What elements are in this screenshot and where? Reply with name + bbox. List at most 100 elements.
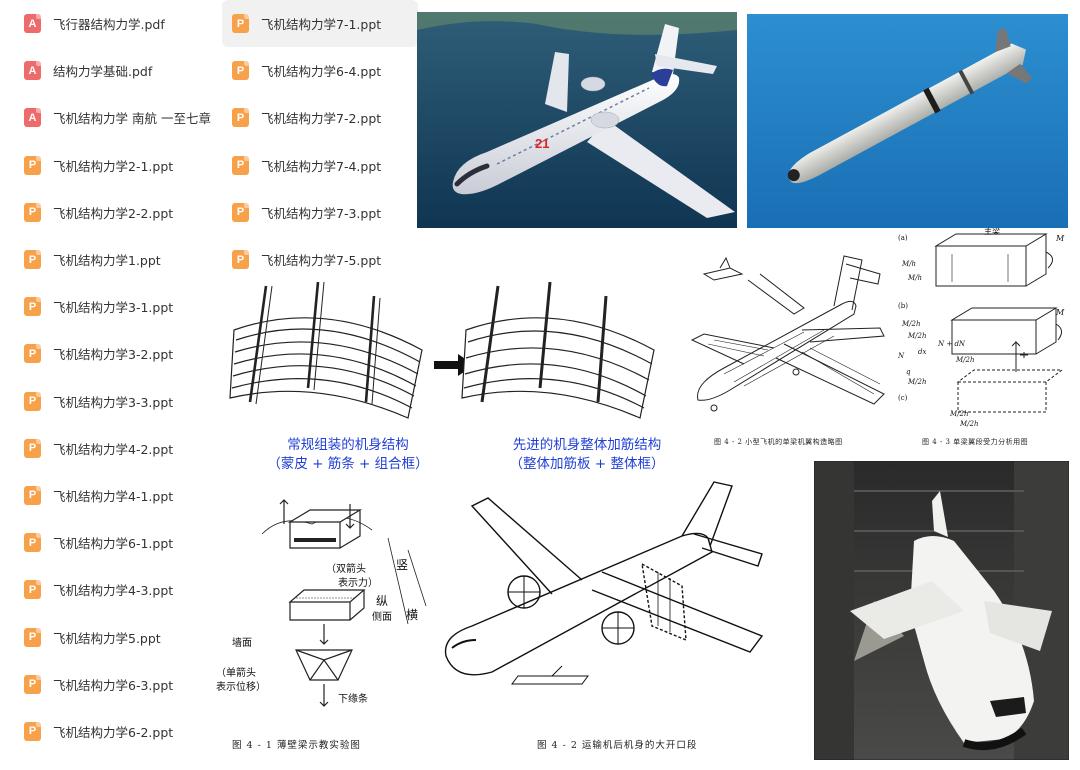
left-file-item[interactable]: A 飞行器结构力学.pdf	[24, 0, 220, 47]
teaching-figure-caption: 图 4 - 1 薄壁梁示教实验图	[232, 740, 361, 751]
file-name: 飞机结构力学2-2.ppt	[53, 205, 174, 221]
integral-caption-line1: 先进的机身整体加筋结构	[512, 437, 662, 453]
airliner-photo: 21	[417, 12, 737, 228]
box-label-main-spar: 主梁	[984, 228, 1000, 236]
powerpoint-ppt-icon: P	[232, 108, 249, 128]
teaching-label-displacement: 表示位移）	[216, 682, 266, 693]
powerpoint-ppt-icon: P	[24, 344, 41, 364]
powerpoint-ppt-icon: P	[24, 533, 41, 553]
box-label-c: (c)	[898, 394, 908, 402]
transport-aircraft-drawing	[432, 476, 784, 728]
file-name: 飞行器结构力学.pdf	[53, 17, 165, 33]
box-label-mh-1: M/h	[902, 260, 917, 268]
acrobat-pdf-icon: A	[24, 14, 41, 34]
powerpoint-ppt-icon: P	[24, 627, 41, 647]
teaching-label-double-arrow: （双箭头	[326, 564, 366, 575]
teaching-label-bottom-strip: 下缘条	[338, 694, 368, 705]
right-file-item[interactable]: P 飞机结构力学7-4.ppt	[222, 142, 418, 189]
box-label-n-dn: N + dN	[938, 340, 966, 348]
teaching-label-horizontal: 横	[406, 608, 419, 622]
teaching-label-force: 表示力）	[338, 578, 378, 589]
integral-fuselage-caption: 先进的机身整体加筋结构 （整体加筋板 + 整体框）	[482, 436, 692, 474]
box-label-m2h-6: M/2h	[960, 420, 979, 428]
conventional-caption-line1: 常规组装的机身结构	[287, 437, 409, 453]
box-label-moment-b: M	[1056, 308, 1065, 317]
box-label-mh-2: M/h	[908, 274, 923, 282]
file-name: 飞机结构力学6-3.ppt	[53, 677, 174, 693]
box-label-b: (b)	[898, 302, 908, 310]
teaching-label-vertical: 竖	[396, 558, 409, 572]
powerpoint-ppt-icon: P	[232, 155, 249, 175]
acrobat-pdf-icon: A	[24, 108, 41, 128]
integral-caption-line2: （整体加筋板 + 整体框）	[509, 456, 665, 472]
file-name: 飞机结构力学6-4.ppt	[261, 64, 382, 80]
thin-wall-beam-teaching-diagram: （双箭头 表示力） 竖 纵 侧面 横 墙面 （单箭头 表示位移） 下缘条	[212, 494, 436, 720]
right-file-item[interactable]: P 飞机结构力学7-1.ppt	[222, 0, 418, 48]
file-name: 飞机结构力学1.ppt	[53, 253, 161, 269]
teaching-label-longitudinal: 纵	[376, 594, 389, 608]
box-beam-figure-caption: 图 4 - 3 单梁翼段受力分析用图	[922, 438, 1029, 446]
box-label-m2h-3: M/2h	[956, 356, 975, 364]
teaching-label-single-arrow: （单箭头	[216, 668, 256, 679]
conventional-fuselage-caption: 常规组装的机身结构 （蒙皮 + 筋条 + 组合框）	[248, 436, 448, 474]
transport-figure-caption: 图 4 - 2 运输机后机身的大开口段	[537, 740, 698, 751]
powerpoint-ppt-icon: P	[24, 297, 41, 317]
box-label-q: q	[906, 368, 911, 376]
file-name: 飞机结构力学7-1.ppt	[261, 17, 382, 33]
left-file-item[interactable]: P 飞机结构力学1.ppt	[24, 236, 220, 283]
file-name: 飞机结构力学3-3.ppt	[53, 394, 174, 410]
left-file-item[interactable]: P 飞机结构力学4-2.ppt	[24, 425, 220, 472]
right-file-item[interactable]: P 飞机结构力学7-3.ppt	[222, 189, 418, 236]
box-label-a: (a)	[898, 234, 908, 242]
file-name: 飞机结构力学2-1.ppt	[53, 158, 174, 174]
file-name: 飞机结构力学7-3.ppt	[261, 205, 382, 221]
file-name: 飞机结构力学4-1.ppt	[53, 488, 174, 504]
box-beam-force-diagram: (a) 主梁 M M/h M/h (b) M M/2h M/2h N + dN …	[896, 228, 1070, 434]
left-file-item[interactable]: P 飞机结构力学3-1.ppt	[24, 283, 220, 330]
integral-fuselage-drawing	[458, 278, 668, 428]
box-label-n: N	[898, 352, 905, 360]
small-plane-figure-caption: 图 4 - 2 小型飞机的单梁机翼构造略图	[714, 438, 843, 446]
file-name: 飞机结构力学6-1.ppt	[53, 536, 174, 552]
small-plane-wing-drawing	[684, 244, 896, 432]
file-name: 飞机结构力学 南航 一至七章	[53, 111, 211, 127]
powerpoint-ppt-icon: P	[24, 155, 41, 175]
powerpoint-ppt-icon: P	[24, 674, 41, 694]
left-file-item[interactable]: P 飞机结构力学2-1.ppt	[24, 142, 220, 189]
powerpoint-ppt-icon: P	[24, 721, 41, 741]
conventional-caption-line2: （蒙皮 + 筋条 + 组合框）	[267, 456, 429, 472]
file-name: 飞机结构力学5.ppt	[53, 630, 161, 646]
box-label-dx: dx	[918, 348, 927, 356]
powerpoint-ppt-icon: P	[232, 14, 249, 34]
left-file-item[interactable]: P 飞机结构力学6-3.ppt	[24, 661, 220, 708]
left-file-item[interactable]: P 飞机结构力学6-2.ppt	[24, 708, 220, 755]
left-file-item[interactable]: P 飞机结构力学6-1.ppt	[24, 519, 220, 566]
box-label-moment-a: M	[1056, 234, 1065, 243]
space-shuttle-photo	[814, 461, 1069, 760]
box-label-m2h-2: M/2h	[908, 332, 927, 340]
powerpoint-ppt-icon: P	[24, 202, 41, 222]
powerpoint-ppt-icon: P	[232, 250, 249, 270]
file-name: 飞机结构力学6-2.ppt	[53, 724, 174, 740]
powerpoint-ppt-icon: P	[24, 250, 41, 270]
left-file-item[interactable]: P 飞机结构力学5.ppt	[24, 613, 220, 660]
file-name: 飞机结构力学4-2.ppt	[53, 441, 174, 457]
conventional-fuselage-drawing	[226, 278, 436, 428]
left-file-item[interactable]: P 飞机结构力学2-2.ppt	[24, 189, 220, 236]
file-name: 飞机结构力学3-1.ppt	[53, 300, 174, 316]
file-name: 飞机结构力学7-4.ppt	[261, 158, 382, 174]
left-file-item[interactable]: A 飞机结构力学 南航 一至七章	[24, 94, 220, 141]
teaching-label-side: 侧面	[372, 612, 392, 623]
powerpoint-ppt-icon: P	[24, 438, 41, 458]
powerpoint-ppt-icon: P	[232, 202, 249, 222]
